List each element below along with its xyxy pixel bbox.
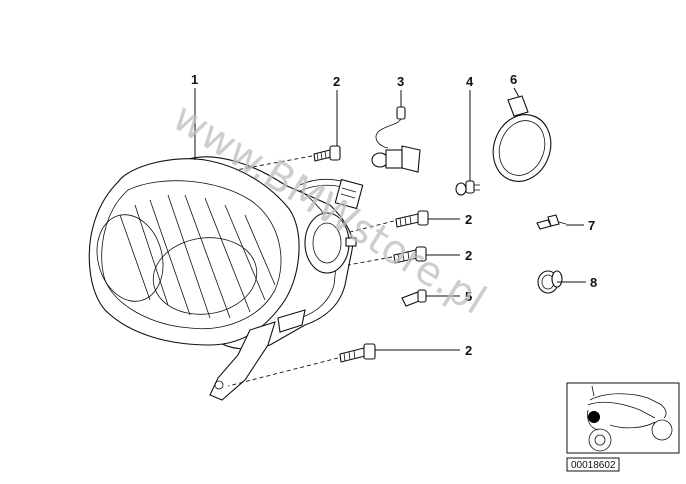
parking-bulb [455, 180, 480, 196]
pin [536, 214, 567, 230]
screw-bottom [339, 343, 376, 363]
callout-3: 3 [397, 74, 404, 89]
screw-mid-1 [395, 210, 429, 228]
grommet [537, 270, 563, 294]
callout-5: 5 [465, 289, 472, 304]
leader-lines [194, 87, 586, 387]
motorcycle-thumbnail: 00018602 [566, 382, 680, 472]
halogen-bulb [371, 106, 421, 173]
callout-4: 4 [466, 74, 474, 89]
callout-numbers: 1 2 3 4 6 2 7 2 5 8 2 [191, 72, 597, 358]
callout-2: 2 [465, 212, 472, 227]
diagram-code: 00018602 [571, 460, 616, 471]
callout-8: 8 [590, 275, 597, 290]
screw-mid-2 [393, 246, 427, 264]
callout-2: 2 [465, 343, 472, 358]
callout-2: 2 [333, 74, 340, 89]
small-bulb [401, 289, 427, 307]
headlight-assembly [88, 156, 364, 401]
callout-6: 6 [510, 72, 517, 87]
cover-ring [492, 95, 552, 182]
callout-7: 7 [588, 218, 595, 233]
callout-2: 2 [465, 248, 472, 263]
screw-top [313, 145, 341, 162]
callout-1: 1 [191, 72, 198, 87]
location-marker [588, 411, 600, 423]
